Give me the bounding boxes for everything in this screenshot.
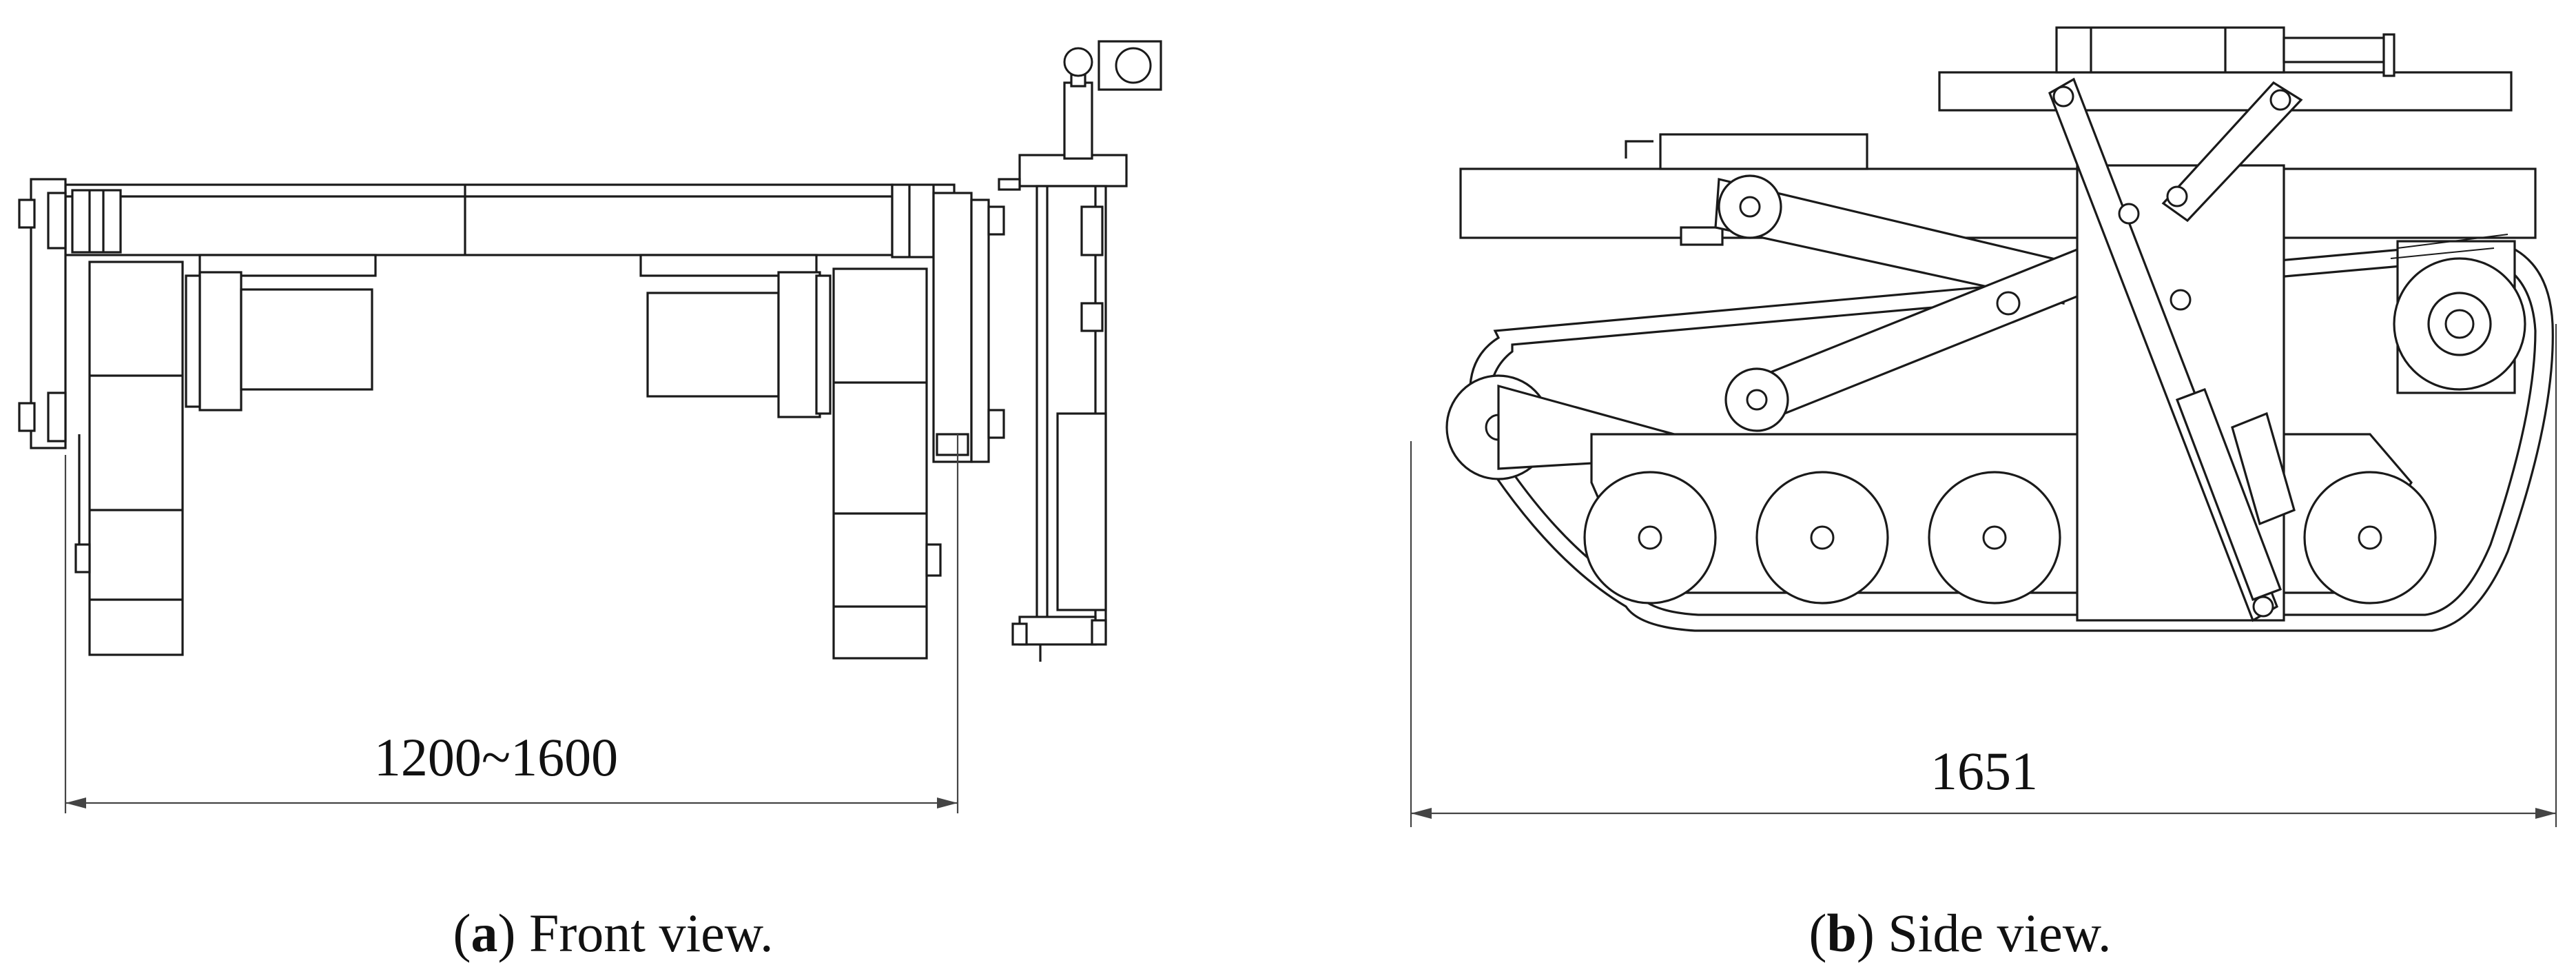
- hydraulic-cylinder: [2175, 387, 2283, 602]
- top-actuator: [2055, 26, 2285, 74]
- front-view-caption: (a) Front view.: [453, 903, 773, 963]
- front-view-drawing: [18, 40, 1162, 662]
- scissor-link-lower: [1735, 246, 2096, 429]
- side-view-dimension-label: 1651: [1930, 741, 2038, 801]
- front-view-dimension: 1200~1600: [64, 434, 959, 813]
- side-view-drawing: [1445, 26, 2554, 632]
- upper-brace: [2161, 81, 2303, 223]
- right-wheel: [832, 267, 928, 660]
- side-lift-column: [998, 40, 1162, 662]
- side-view-caption: (b) Side view.: [1809, 903, 2111, 963]
- front-view-dimension-label: 1200~1600: [374, 727, 618, 787]
- upper-plate: [1938, 71, 2513, 112]
- left-wheel: [88, 261, 184, 656]
- top-beam: [64, 183, 894, 256]
- side-view-dimension: 1651: [1410, 324, 2557, 827]
- road-wheels: [1583, 471, 2437, 604]
- main-body: [1459, 167, 2537, 239]
- scissor-link-upper: [1714, 178, 2068, 305]
